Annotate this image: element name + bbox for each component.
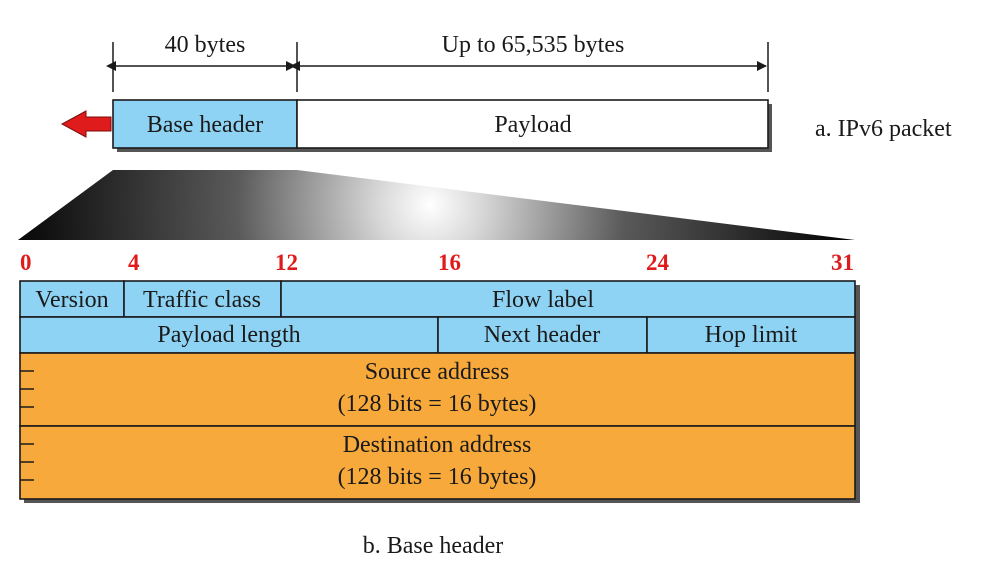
- hop-limit-label: Hop limit: [705, 322, 798, 348]
- ipv6-packet: Base header Payload a. IPv6 packet: [60, 99, 952, 152]
- bit-position-ruler: 0 4 12 16 24 31: [20, 250, 854, 275]
- expansion-wedge: [18, 170, 855, 240]
- source-word-ticks: [20, 370, 34, 408]
- bit-label-16: 16: [438, 250, 461, 275]
- destination-word-ticks: [20, 443, 34, 481]
- packet-caption: a. IPv6 packet: [815, 116, 952, 142]
- payload-box: [296, 99, 769, 149]
- version-label: Version: [35, 287, 108, 313]
- packet-dimensions: 40 bytes Up to 65,535 bytes: [106, 32, 769, 92]
- next-header-label: Next header: [484, 322, 601, 348]
- source-address-field: [19, 352, 856, 427]
- direction-arrow-icon: [60, 110, 112, 138]
- bit-label-0: 0: [20, 250, 32, 275]
- payload-length-label: Payload length: [157, 322, 300, 348]
- flow-label-field: [280, 280, 856, 318]
- payload-label: Payload: [494, 112, 571, 138]
- base-header-label: Base header: [147, 112, 264, 138]
- base-header-table: Version Traffic class Flow label Payload…: [19, 280, 860, 503]
- bit-label-12: 12: [275, 250, 298, 275]
- bit-label-24: 24: [646, 250, 670, 275]
- destination-size-label: (128 bits = 16 bytes): [338, 464, 537, 490]
- destination-address-label: Destination address: [343, 432, 532, 458]
- traffic-class-field: [123, 280, 282, 318]
- base-header-box: [112, 99, 298, 149]
- next-header-field: [437, 316, 648, 354]
- traffic-class-label: Traffic class: [143, 287, 261, 313]
- base-header-caption: b. Base header: [363, 533, 504, 559]
- source-address-label: Source address: [365, 359, 510, 385]
- header-size-label: 40 bytes: [165, 32, 246, 58]
- source-size-label: (128 bits = 16 bytes): [338, 391, 537, 417]
- payload-size-label: Up to 65,535 bytes: [442, 32, 625, 58]
- bit-label-31: 31: [831, 250, 854, 275]
- flow-label-label: Flow label: [492, 287, 594, 313]
- bit-label-4: 4: [128, 250, 140, 275]
- hop-limit-field: [646, 316, 856, 354]
- payload-length-field: [19, 316, 439, 354]
